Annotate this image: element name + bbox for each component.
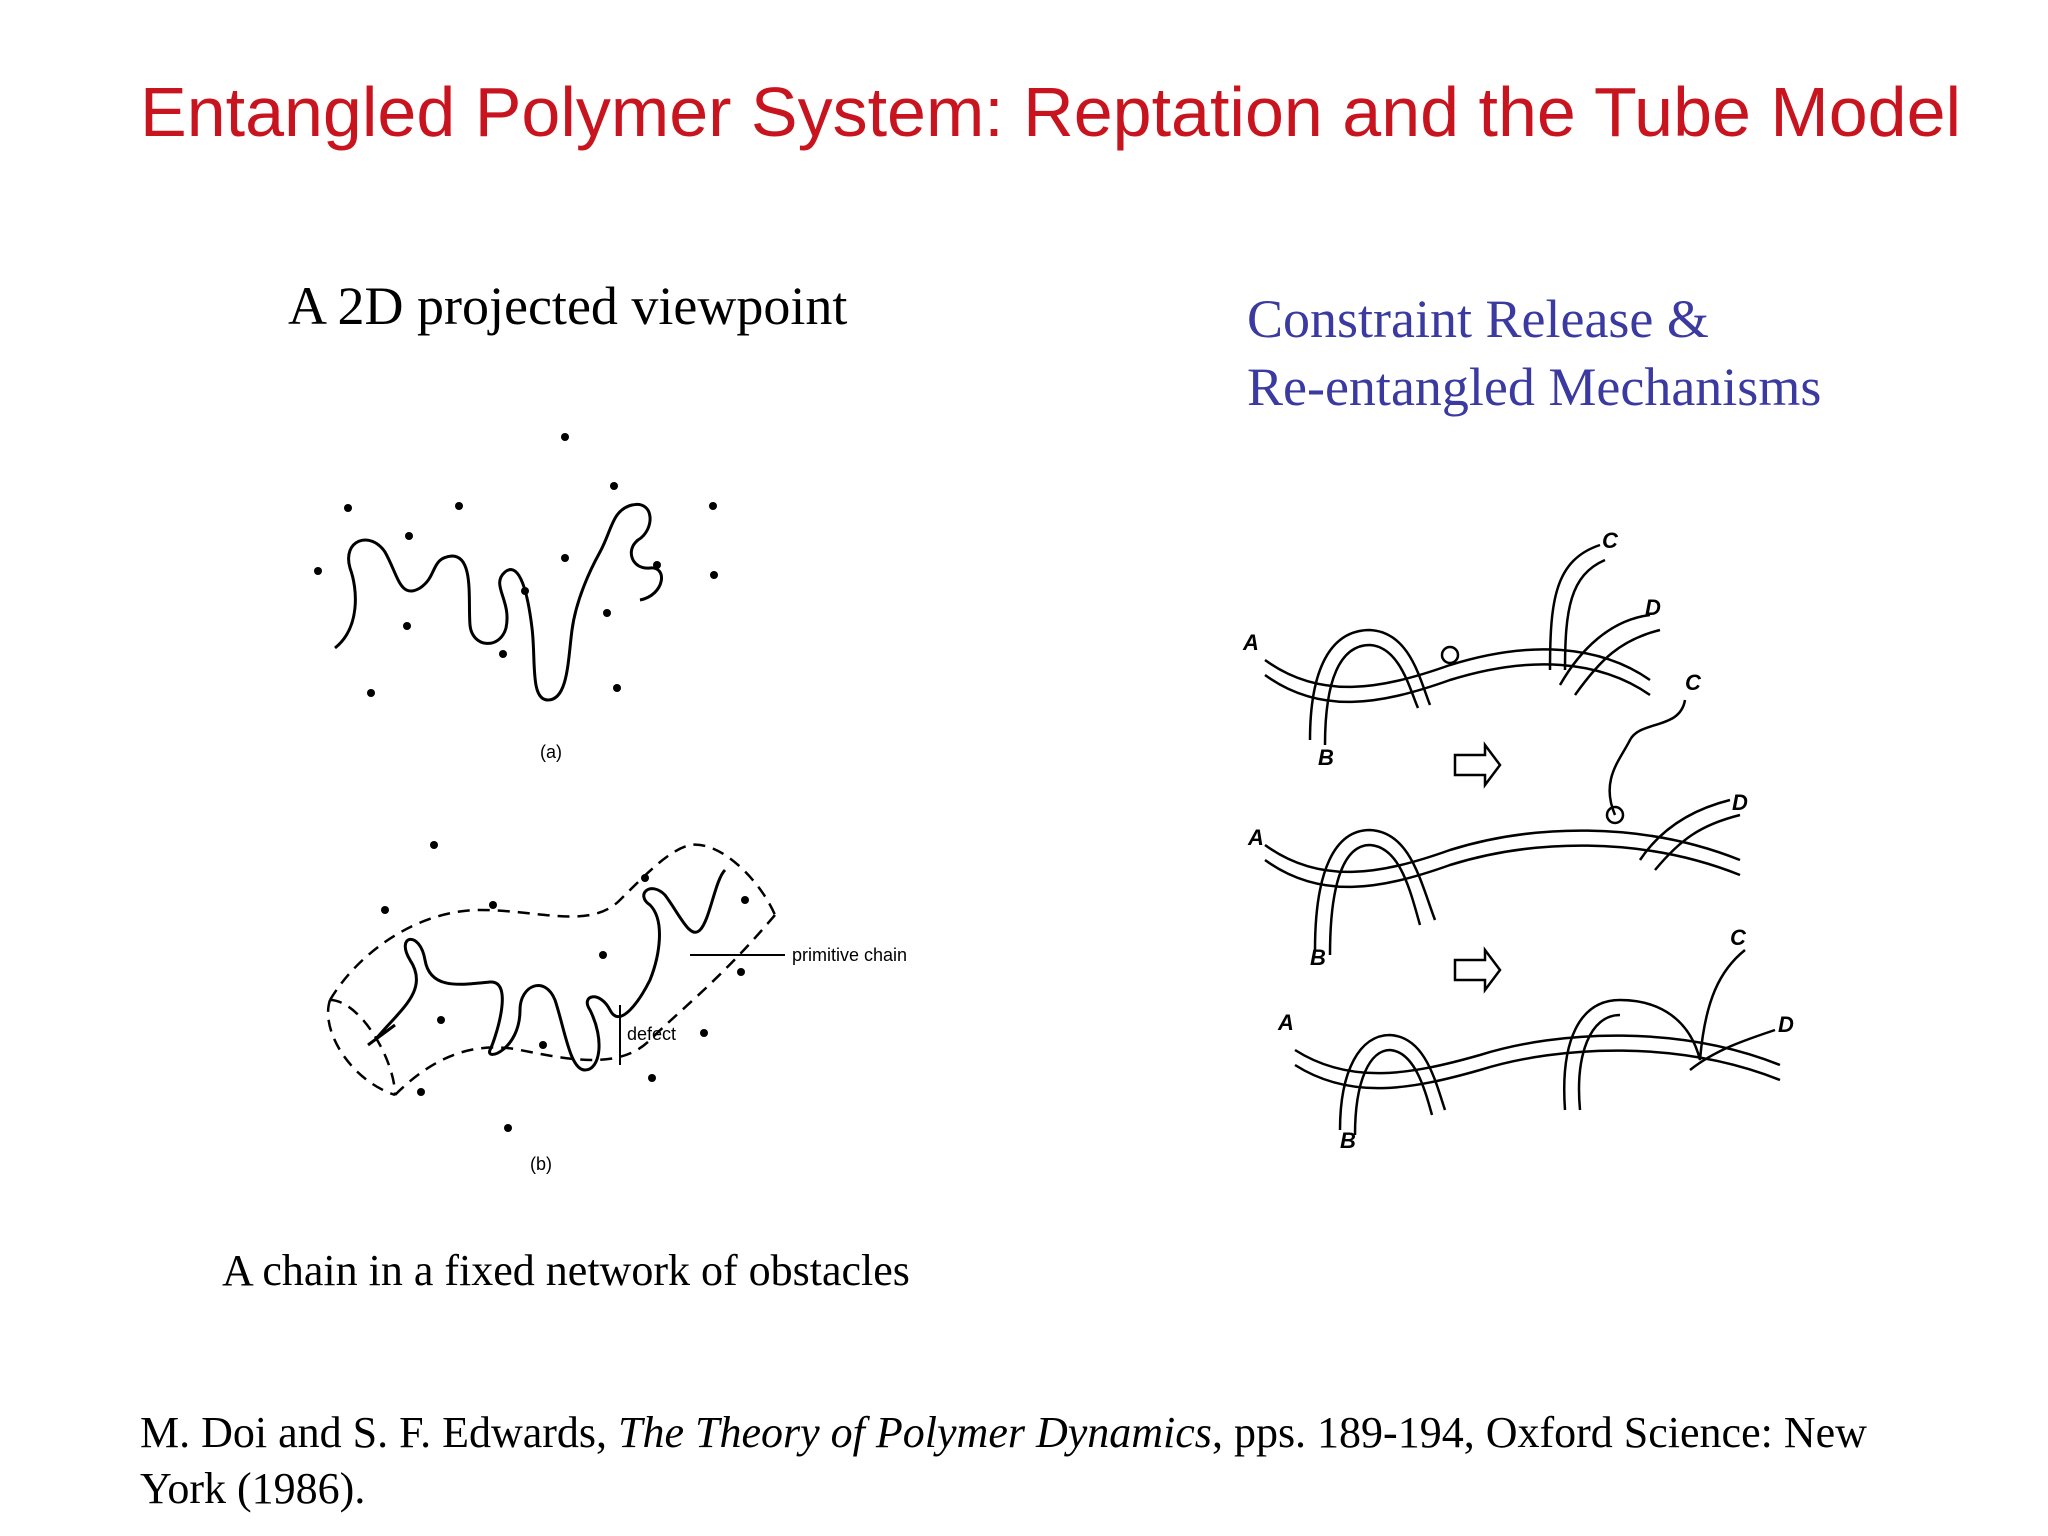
obstacle-dot [437, 1016, 445, 1024]
obstacle-dot [381, 906, 389, 914]
chain-b-stage1-inner [1323, 643, 1420, 746]
obstacle-dot [561, 433, 569, 441]
obstacle-dot [367, 689, 375, 697]
obstacle-dot [710, 571, 718, 579]
obstacle-dot [405, 532, 413, 540]
chain-b-stage2 [1313, 828, 1437, 951]
chain-b-stage3-inner [1353, 1048, 1434, 1136]
stage-3 [1294, 949, 1781, 1136]
obstacle-dot [499, 650, 507, 658]
chain-a-stage2-bottom [1264, 844, 1741, 889]
chain-b-stage3 [1338, 1033, 1447, 1131]
right-heading-line1: Constraint Release & [1247, 289, 1709, 349]
chain-c-stage3 [1563, 949, 1746, 1111]
panel-b-obstacles [381, 841, 749, 1132]
label-a-stage1: A [1242, 630, 1259, 655]
chain-end-mark [367, 1023, 396, 1047]
label-a-stage3: A [1277, 1010, 1294, 1035]
obstacle-dot [417, 1088, 425, 1096]
stage-1 [1264, 543, 1661, 746]
citation: M. Doi and S. F. Edwards, The Theory of … [140, 1405, 1920, 1517]
obstacle-dot [613, 684, 621, 692]
tube-outline [326, 843, 777, 1097]
panel-a-label: (a) [540, 742, 562, 762]
citation-book-title: The Theory of Polymer Dynamics [618, 1408, 1212, 1457]
obstacle-dot [344, 504, 352, 512]
chain-d-stage2 [1638, 798, 1731, 861]
obstacle-dot [430, 841, 438, 849]
obstacle-dot [403, 622, 411, 630]
obstacle-dot [314, 567, 322, 575]
chain-d-stage3 [1689, 1028, 1776, 1071]
figure-caption: A chain in a fixed network of obstacles [222, 1246, 910, 1295]
stage-2 [1264, 699, 1741, 956]
obstacle-dot [489, 901, 497, 909]
citation-details: , pps. 189-194, Oxford Science: New York… [140, 1408, 1867, 1513]
label-c-stage3: C [1730, 925, 1747, 950]
chain-d-stage1-inner [1573, 628, 1661, 696]
chain-a-stage1-bottom [1264, 663, 1651, 704]
arrow-1 [1453, 741, 1502, 789]
obstacle-dot [504, 1124, 512, 1132]
label-d-stage3: D [1778, 1012, 1794, 1037]
chain-c-stage1 [1548, 543, 1601, 671]
citation-authors: M. Doi and S. F. Edwards, [140, 1408, 619, 1457]
constraint-labels: A B C D A B C D A B C D [1242, 528, 1794, 1153]
left-heading: A 2D projected viewpoint [288, 276, 848, 336]
obstacle-dot [455, 502, 463, 510]
chain-end-stage2 [1605, 805, 1625, 825]
chain-a-stage1-top [1264, 648, 1651, 689]
obstacle-dot [648, 1074, 656, 1082]
chain-b-stage2-inner [1328, 843, 1422, 956]
arrow-2 [1453, 946, 1502, 994]
obstacle-dot [741, 896, 749, 904]
right-heading: Constraint Release & Re-entangled Mechan… [1247, 285, 1821, 421]
chain-a-stage3-bottom [1294, 1049, 1781, 1090]
defect-label: defect [627, 1024, 676, 1044]
label-b-stage2: B [1310, 945, 1326, 970]
label-b-stage3: B [1340, 1128, 1356, 1153]
label-d-stage1: D [1645, 595, 1661, 620]
label-d-stage2: D [1732, 790, 1748, 815]
polymer-chain-b [373, 868, 727, 1072]
chain-d-stage2-inner [1654, 813, 1741, 871]
label-a-stage2: A [1247, 825, 1264, 850]
obstacle-dot [737, 968, 745, 976]
chain-a-stage2-top [1264, 829, 1741, 874]
label-c-stage2: C [1685, 670, 1702, 695]
primitive-chain-label: primitive chain [792, 945, 907, 965]
obstacle-dot [641, 874, 649, 882]
obstacle-dot [599, 951, 607, 959]
label-c-stage1: C [1602, 528, 1619, 553]
chain-a-stage3-top [1294, 1034, 1781, 1075]
slide-title: Entangled Polymer System: Reptation and … [140, 73, 1962, 151]
chain-c-stage1-inner [1563, 558, 1606, 671]
obstacle-dot [700, 1029, 708, 1037]
obstacle-dot [610, 482, 618, 490]
right-heading-line2: Re-entangled Mechanisms [1247, 357, 1822, 417]
obstacle-dot [561, 554, 569, 562]
chain-end-stage1 [1440, 645, 1460, 665]
chain-c-stage3-inner [1577, 1013, 1621, 1111]
label-b-stage1: B [1318, 745, 1334, 770]
chain-c-stage2 [1608, 699, 1687, 816]
panel-b-label: (b) [530, 1154, 552, 1174]
chain-b-stage1 [1308, 628, 1432, 741]
obstacle-dot [539, 1041, 547, 1049]
obstacle-dot [603, 609, 611, 617]
polymer-chain-a [334, 503, 663, 702]
chain-d-stage1 [1558, 613, 1651, 686]
obstacle-dot [709, 502, 717, 510]
